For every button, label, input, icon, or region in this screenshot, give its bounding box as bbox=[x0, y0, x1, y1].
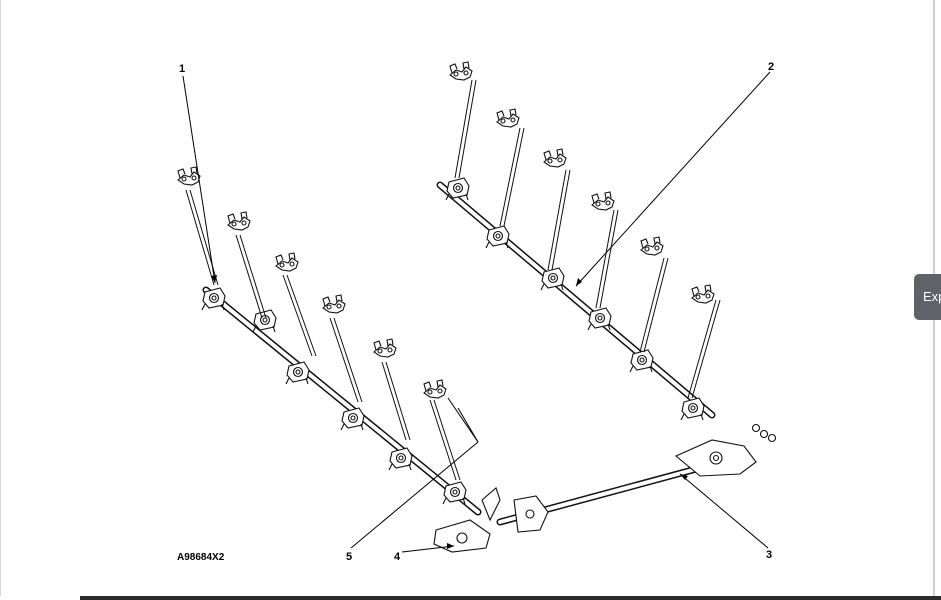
callout-2: 2 bbox=[768, 61, 774, 73]
figure-id: A98684X2 bbox=[177, 552, 225, 563]
right-rocker-bank bbox=[436, 61, 721, 421]
callout-4: 4 bbox=[394, 551, 401, 563]
callout-5: 5 bbox=[346, 551, 352, 563]
callout-3: 3 bbox=[766, 549, 772, 561]
leader-lines bbox=[182, 71, 771, 553]
leader-arrowheads bbox=[211, 275, 688, 549]
expand-tab-button[interactable]: Exp bbox=[914, 274, 941, 320]
callout-1: 1 bbox=[179, 63, 185, 75]
left-rocker-bank bbox=[177, 166, 482, 516]
cross-shaft bbox=[433, 423, 777, 553]
bottom-scroll-rule bbox=[80, 596, 941, 600]
